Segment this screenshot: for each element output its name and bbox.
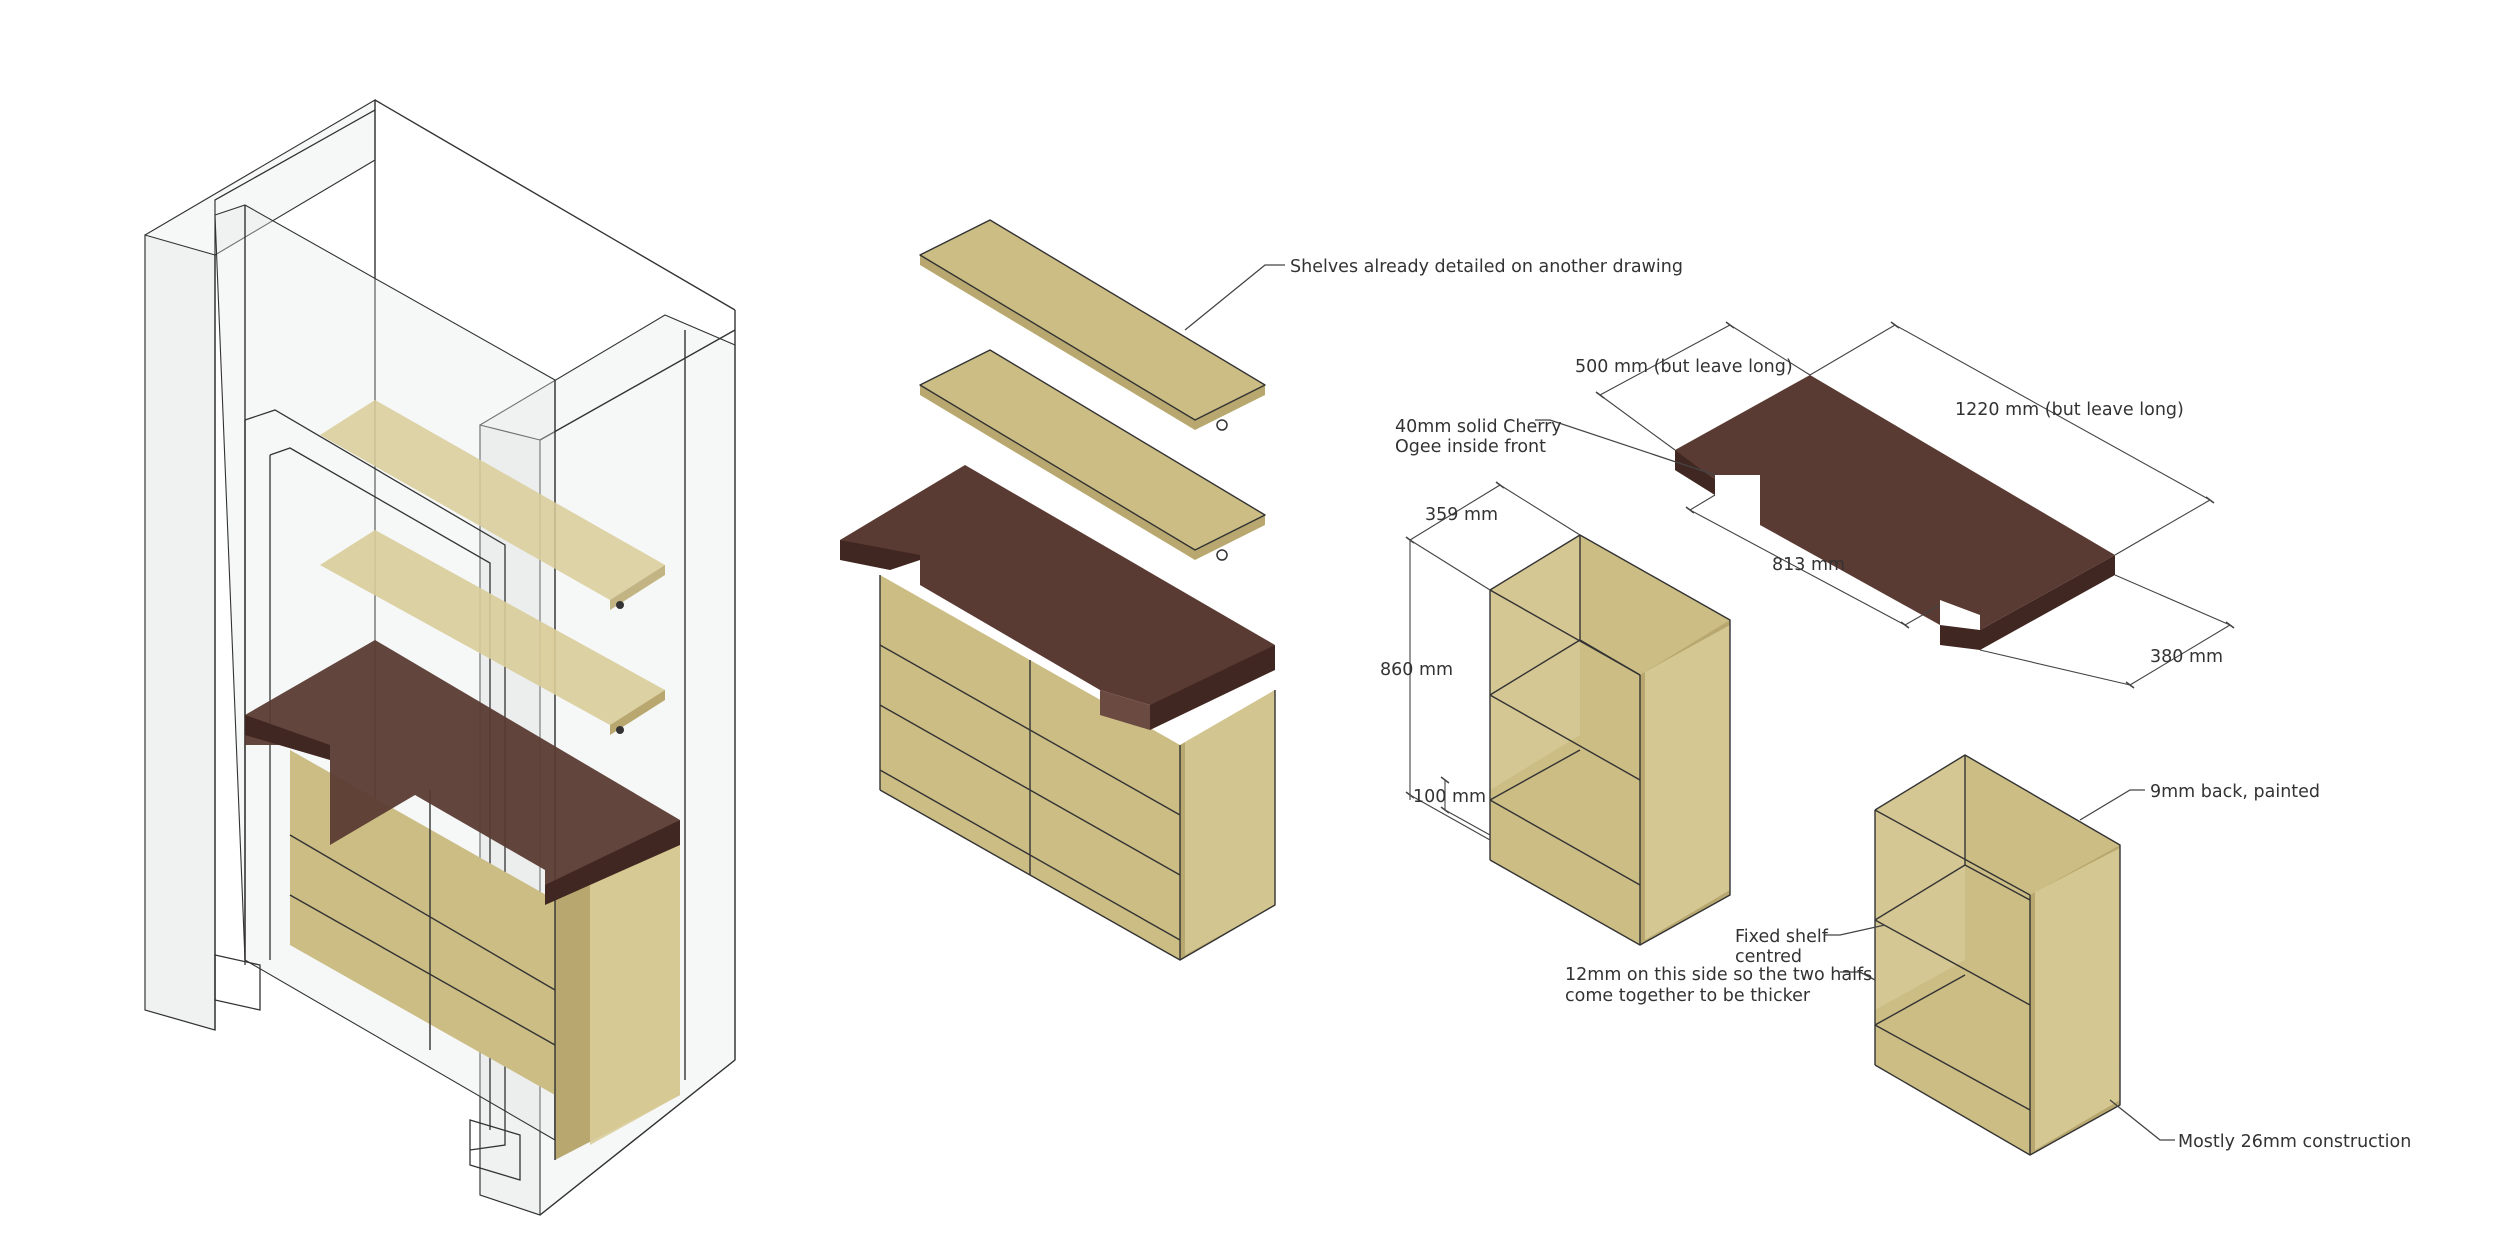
worktop-detail-view (1595, 321, 2235, 689)
dim-plinth-height: 100 mm (1413, 787, 1486, 807)
side-note-line2: come together to be thicker (1565, 986, 1811, 1006)
shelves-note: Shelves already detailed on another draw… (1290, 257, 1683, 277)
upper-shelf (919, 219, 1266, 431)
cabinet-in-situ (245, 640, 680, 1160)
fixed-shelf-line2: centred (1735, 947, 1802, 967)
dim-cabinet-height: 860 mm (1380, 660, 1453, 680)
dim-cabinet-depth: 359 mm (1425, 505, 1498, 525)
dim-top-depth: 500 mm (but leave long) (1575, 357, 1793, 377)
cherry-note-line2: Ogee inside front (1395, 437, 1546, 457)
exploded-cabinet (879, 575, 1276, 961)
cherry-note-line1: 40mm solid Cherry (1395, 417, 1562, 437)
cabinet-dimensioned-view (1405, 481, 1731, 946)
lower-shelf (919, 349, 1266, 561)
cabinet-dimension-lines (1405, 481, 1581, 841)
dim-top-inner: 813 mm (1772, 555, 1845, 575)
annotation-leaders (1184, 264, 2175, 1141)
fixed-shelf-line1: Fixed shelf (1735, 927, 1829, 947)
ghost-wall-left (144, 99, 736, 1031)
door-frame-outline (214, 409, 521, 1181)
side-note-line1: 12mm on this side so the two halfs (1565, 965, 1872, 985)
dim-top-return: 380 mm (2150, 647, 2223, 667)
exploded-assembly-view (840, 219, 1276, 961)
dim-top-length: 1220 mm (but leave long) (1955, 400, 2184, 420)
exploded-cherry-top (840, 465, 1275, 730)
construction-note: Mostly 26mm construction (2178, 1132, 2411, 1152)
cabinet-construction-view (1874, 754, 2121, 1156)
shelves-in-situ (320, 400, 665, 735)
annotation-labels: Shelves already detailed on another draw… (1290, 257, 2411, 1152)
worktop-dimension-lines (1595, 321, 2235, 689)
worktop-plan (1675, 375, 2115, 630)
alcove-assembly-view (144, 99, 736, 1216)
back-note: 9mm back, painted (2150, 782, 2320, 802)
